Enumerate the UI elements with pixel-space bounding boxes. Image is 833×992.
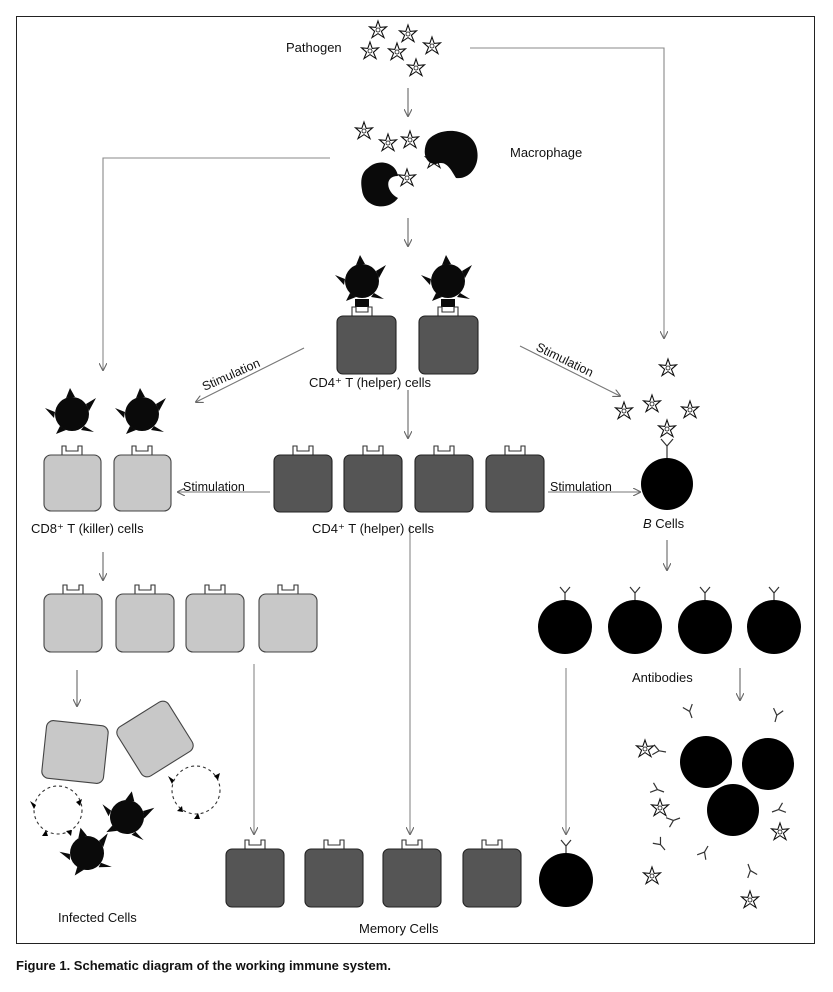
infected-cells-group bbox=[30, 700, 221, 878]
cd8-cell-2 bbox=[113, 454, 172, 512]
label-cd4-mid: CD4⁺ T (helper) cells bbox=[312, 521, 434, 536]
label-cd4-top: CD4⁺ T (helper) cells bbox=[309, 375, 431, 390]
cd4-top-cell-1 bbox=[336, 315, 397, 375]
label-macrophage: Macrophage bbox=[510, 145, 583, 160]
macrophage-cell-right bbox=[424, 130, 478, 179]
cd8-group bbox=[43, 388, 172, 512]
cd4-mid-group bbox=[273, 445, 545, 513]
macrophage-group bbox=[354, 121, 478, 207]
label-b-cells: B Cells bbox=[643, 516, 685, 531]
arrow-stimulation-to-bcells bbox=[519, 345, 620, 396]
antibody-cluster bbox=[635, 703, 794, 909]
b-cell-group bbox=[614, 358, 700, 510]
arrow-stimulation-to-cd8 bbox=[196, 347, 305, 402]
label-memory-cells: Memory Cells bbox=[359, 921, 439, 936]
macrophage-cell-left bbox=[361, 162, 398, 207]
memory-cell-row bbox=[225, 839, 593, 908]
dying-cell-2 bbox=[171, 765, 221, 815]
b-cell bbox=[641, 458, 693, 510]
label-stimulation-left: Stimulation bbox=[183, 480, 245, 494]
label-antibodies: Antibodies bbox=[632, 670, 693, 685]
label-pathogen: Pathogen bbox=[286, 40, 342, 55]
cd4-mid-cell-3 bbox=[414, 454, 474, 513]
label-cd8: CD8⁺ T (killer) cells bbox=[31, 521, 144, 536]
label-stimulation-right: Stimulation bbox=[550, 480, 612, 494]
dying-cell-1 bbox=[33, 785, 83, 835]
cd4-mid-cell-4 bbox=[485, 454, 545, 513]
cd4-mid-cell-1 bbox=[273, 454, 333, 513]
arrow-macrophage-cd8 bbox=[103, 157, 330, 370]
figure-frame bbox=[16, 16, 815, 944]
figure-caption: Figure 1. Schematic diagram of the worki… bbox=[16, 958, 391, 973]
arrow-pathogen-bcells bbox=[470, 47, 664, 338]
cd4-top-cell-2 bbox=[418, 315, 479, 375]
plasma-cell-row bbox=[538, 586, 801, 654]
cd8-clone-row bbox=[43, 584, 318, 653]
cd4-top-group bbox=[335, 255, 479, 375]
cd8-cell-1 bbox=[43, 454, 102, 512]
cd4-mid-cell-2 bbox=[343, 454, 403, 513]
pathogen-cluster bbox=[360, 20, 442, 77]
label-infected-cells: Infected Cells bbox=[58, 910, 137, 925]
